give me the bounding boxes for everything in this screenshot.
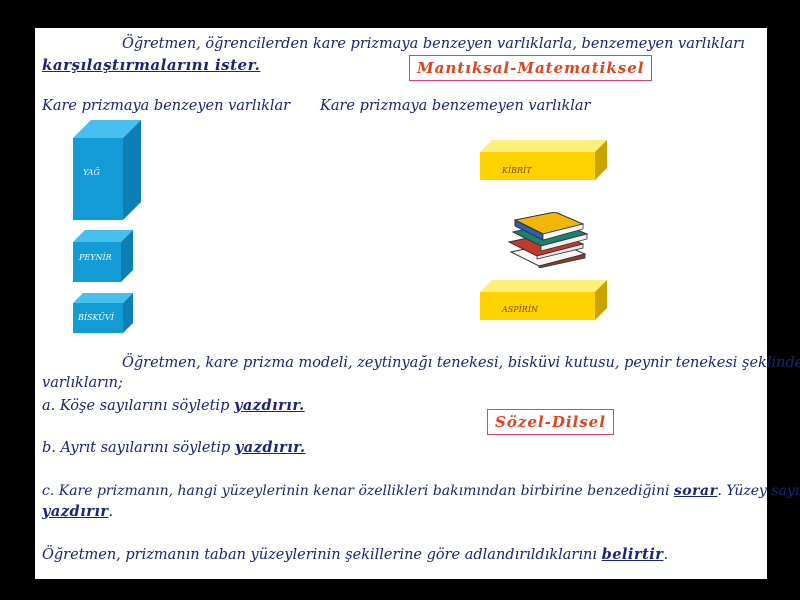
heading-different: Kare prizmaya benzemeyen varlıklar xyxy=(320,98,591,114)
task-item-b-text: b. Ayrıt sayılarını söyletip xyxy=(42,440,235,456)
task-intro-line2: varlıkların; xyxy=(42,375,123,391)
task-item-c-keyword-yazdirir: yazdırır xyxy=(42,503,109,520)
task-item-a-keyword: yazdırır. xyxy=(233,397,305,414)
tag-logical-mathematical: Mantıksal-Matematiksel xyxy=(409,55,653,81)
cube-aspirin-label: ASPİRİN xyxy=(502,305,538,314)
cube-matchbox-label: KİBRİT xyxy=(502,166,532,175)
final-end: . xyxy=(663,547,669,563)
task-item-c-end: . xyxy=(108,504,114,520)
task-item-a: a. Köşe sayılarını söyletip yazdırır. xyxy=(42,397,305,414)
task-item-c-line2: yazdırır. xyxy=(42,503,113,520)
task-intro-line1: Öğretmen, kare prizma modeli, zeytinyağı… xyxy=(122,355,800,371)
books-stack-icon xyxy=(505,212,591,268)
task-item-c-keyword-sorar: sorar xyxy=(673,483,718,499)
intro-keyword: karşılaştırmalarını ister. xyxy=(42,56,261,74)
task-item-a-text: a. Köşe sayılarını söyletip xyxy=(42,398,234,414)
final-keyword: belirtir xyxy=(601,546,664,563)
task-item-c-line1: c. Kare prizmanın, hangi yüzeylerinin ke… xyxy=(42,483,800,499)
cube-cheese xyxy=(73,230,135,284)
tag-verbal-linguistic: Sözel-Dilsel xyxy=(487,409,614,435)
cube-biscuit-label: BİSKÜVİ xyxy=(78,313,114,322)
cube-oil-label: YAĞ xyxy=(83,168,100,177)
task-item-b: b. Ayrıt sayılarını söyletip yazdırır. xyxy=(42,439,306,456)
cube-cheese-label: PEYNİR xyxy=(79,253,112,262)
task-item-c-text: c. Kare prizmanın, hangi yüzeylerinin ke… xyxy=(42,483,674,499)
final-statement: Öğretmen, prizmanın taban yüzeylerinin ş… xyxy=(42,546,668,563)
intro-line1: Öğretmen, öğrencilerden kare prizmaya be… xyxy=(122,36,745,52)
cube-aspirin xyxy=(480,280,608,322)
cube-biscuit xyxy=(73,293,135,335)
cube-matchbox xyxy=(480,140,608,182)
cube-oil xyxy=(73,120,143,222)
slide: Öğretmen, öğrencilerden kare prizmaya be… xyxy=(35,28,800,579)
task-item-c-mid: . Yüzey sayılarını xyxy=(717,483,800,499)
task-item-b-keyword: yazdırır. xyxy=(234,439,306,456)
heading-similar: Kare prizmaya benzeyen varlıklar xyxy=(42,98,291,114)
final-text: Öğretmen, prizmanın taban yüzeylerinin ş… xyxy=(42,547,602,563)
